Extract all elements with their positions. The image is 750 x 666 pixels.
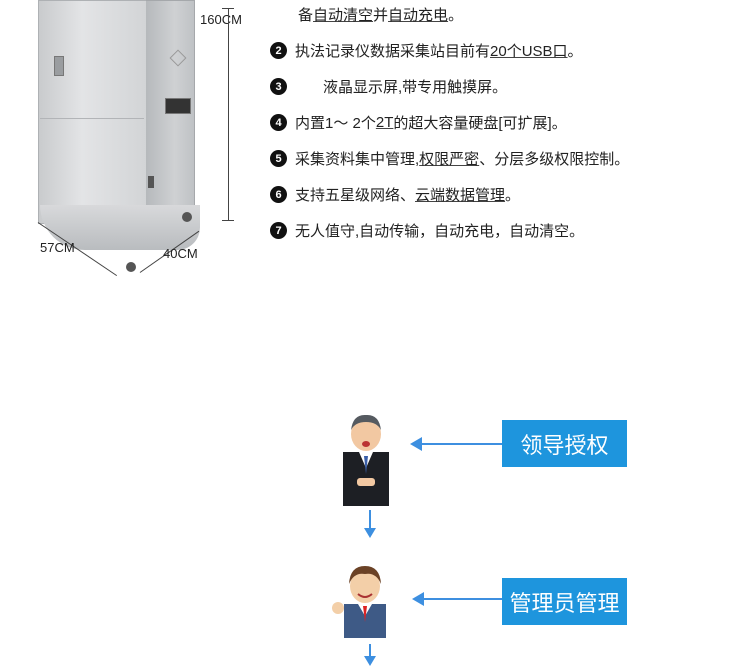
number-badge: 6 bbox=[270, 186, 287, 203]
spec-text: 执法记录仪数据采集站目前有 bbox=[295, 43, 491, 60]
arrow-down-icon bbox=[364, 656, 376, 666]
spec-item-6: 6 支持五星级网络、云端数据管理。 bbox=[270, 184, 520, 205]
spec-text: 2T bbox=[375, 114, 394, 131]
cabinet-lock-icon bbox=[54, 56, 64, 76]
spec-text: 备 bbox=[298, 7, 314, 24]
wheel-icon bbox=[182, 212, 192, 222]
spec-text: 支持五星级网络、 bbox=[295, 187, 416, 204]
cabinet-port bbox=[148, 176, 154, 188]
arrow-line bbox=[420, 443, 502, 445]
spec-text: 采集资料集中管理, bbox=[295, 151, 420, 168]
cabinet-slot bbox=[165, 98, 191, 114]
arrow-left-icon bbox=[412, 592, 424, 606]
spec-text: 的超大容量硬盘[可扩展]。 bbox=[393, 115, 567, 132]
number-badge: 3 bbox=[270, 78, 287, 95]
height-dimension-label: 160CM bbox=[200, 12, 242, 27]
arrow-line bbox=[422, 598, 502, 600]
wheel-icon bbox=[126, 262, 136, 272]
spec-text: 并 bbox=[373, 7, 389, 24]
spec-text: 。 bbox=[505, 187, 521, 204]
width-dimension-label: 57CM bbox=[40, 240, 75, 255]
arrow-line bbox=[369, 510, 371, 530]
spec-item-3: 3 液晶显示屏,带专用触摸屏。 bbox=[270, 76, 507, 97]
spec-text: 权限严密 bbox=[419, 151, 480, 168]
product-illustration: 160CM 57CM 40CM bbox=[0, 0, 250, 290]
spec-item-5: 5 采集资料集中管理,权限严密、分层多级权限控制。 bbox=[270, 148, 629, 169]
spec-text: 云端数据管理 bbox=[415, 187, 506, 204]
arrow-left-icon bbox=[410, 437, 422, 451]
height-dimension-line bbox=[228, 8, 229, 220]
spec-text: 液晶显示屏,带专用触摸屏。 bbox=[323, 79, 508, 96]
cabinet-front bbox=[38, 0, 148, 224]
spec-item-7: 7 无人值守,自动传输，自动充电，自动清空。 bbox=[270, 220, 584, 241]
spec-text: 内置1～ 2个 bbox=[295, 115, 376, 132]
spec-text: 。 bbox=[567, 43, 583, 60]
depth-dimension-label: 40CM bbox=[163, 246, 198, 261]
number-badge: 7 bbox=[270, 222, 287, 239]
admin-figure bbox=[332, 566, 386, 638]
number-badge: 5 bbox=[270, 150, 287, 167]
arrow-line bbox=[369, 644, 371, 660]
arrow-down-icon bbox=[364, 528, 376, 538]
admin-manage-button[interactable]: 管理员管理 bbox=[502, 578, 627, 625]
spec-text: 自动充电 bbox=[388, 7, 449, 24]
number-badge: 2 bbox=[270, 42, 287, 59]
leader-authorize-button[interactable]: 领导授权 bbox=[502, 420, 627, 467]
spec-item-1: 备自动清空并自动充电。 bbox=[298, 4, 463, 25]
spec-text: 。 bbox=[448, 7, 464, 24]
spec-text: 、分层多级权限控制。 bbox=[479, 151, 630, 168]
spec-text: 自动清空 bbox=[313, 7, 374, 24]
leader-figure bbox=[343, 414, 389, 506]
spec-text: 20个USB口 bbox=[490, 43, 568, 60]
spec-text: 无人值守,自动传输，自动充电，自动清空。 bbox=[295, 223, 585, 240]
number-badge: 4 bbox=[270, 114, 287, 131]
